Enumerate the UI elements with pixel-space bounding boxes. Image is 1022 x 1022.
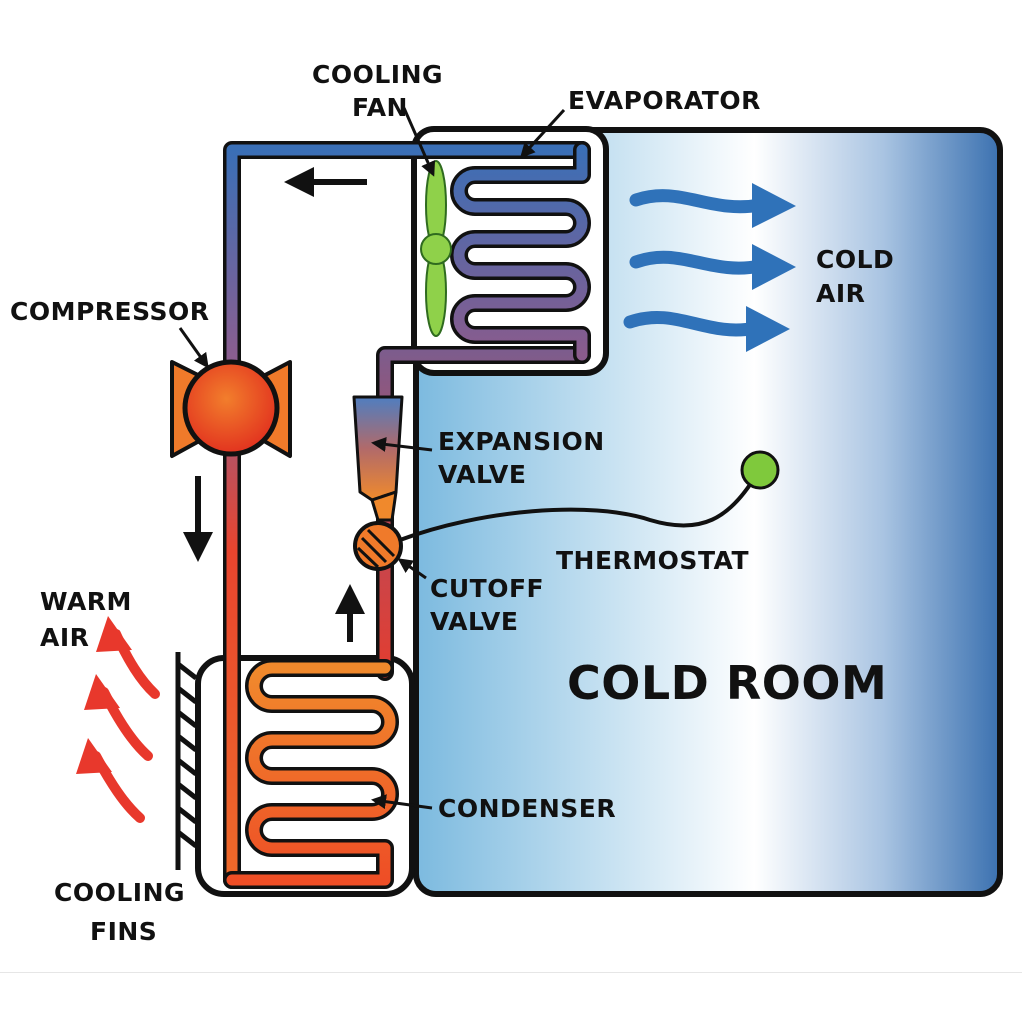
label-cooling-fan-line1: COOLING bbox=[312, 60, 443, 89]
label-cold-room: COLD ROOM bbox=[567, 656, 887, 710]
label-cooling-fins-line2: FINS bbox=[90, 917, 157, 946]
cutoff-valve-icon bbox=[353, 521, 403, 571]
cold-air-arrow bbox=[623, 311, 763, 337]
label-cooling-fan-line2: FAN bbox=[352, 93, 408, 122]
label-evaporator: EVAPORATOR bbox=[568, 86, 761, 115]
label-condenser: CONDENSER bbox=[438, 794, 616, 823]
flow-arrows bbox=[183, 167, 367, 642]
label-compressor: COMPRESSOR bbox=[10, 297, 210, 326]
cold-air-arrows bbox=[623, 189, 767, 337]
compressor-icon bbox=[170, 359, 292, 458]
cooling-fins-icon bbox=[175, 652, 198, 870]
label-cutoff-valve-line1: CUTOFF bbox=[430, 574, 544, 603]
condenser-coil bbox=[223, 659, 399, 889]
thermostat-bulb-icon bbox=[740, 450, 780, 490]
thermostat-wire bbox=[399, 470, 760, 542]
evaporator-coil bbox=[450, 141, 591, 364]
label-expansion-valve-line2: VALVE bbox=[438, 460, 526, 489]
label-thermostat: THERMOSTAT bbox=[556, 546, 749, 575]
label-cold-air-line2: AIR bbox=[816, 279, 865, 308]
cold-air-arrow bbox=[629, 250, 767, 275]
leader-lines bbox=[178, 107, 566, 810]
label-cutoff-valve-line2: VALVE bbox=[430, 607, 518, 636]
cooling-fan-icon bbox=[420, 160, 452, 337]
label-cooling-fins-line1: COOLING bbox=[54, 878, 185, 907]
expansion-valve-icon bbox=[352, 395, 404, 522]
label-cold-air-line1: COLD bbox=[816, 245, 894, 274]
label-expansion-valve-line1: EXPANSION bbox=[438, 427, 605, 456]
warm-air-arrowheads bbox=[76, 616, 132, 774]
cold-air-arrow bbox=[629, 189, 767, 214]
label-warm-air-line1: WARM bbox=[40, 587, 132, 616]
label-warm-air-line2: AIR bbox=[40, 623, 89, 652]
bottom-divider bbox=[0, 972, 1022, 973]
cold-air-arrowheads bbox=[746, 183, 796, 352]
warm-air-arrows bbox=[91, 629, 160, 823]
